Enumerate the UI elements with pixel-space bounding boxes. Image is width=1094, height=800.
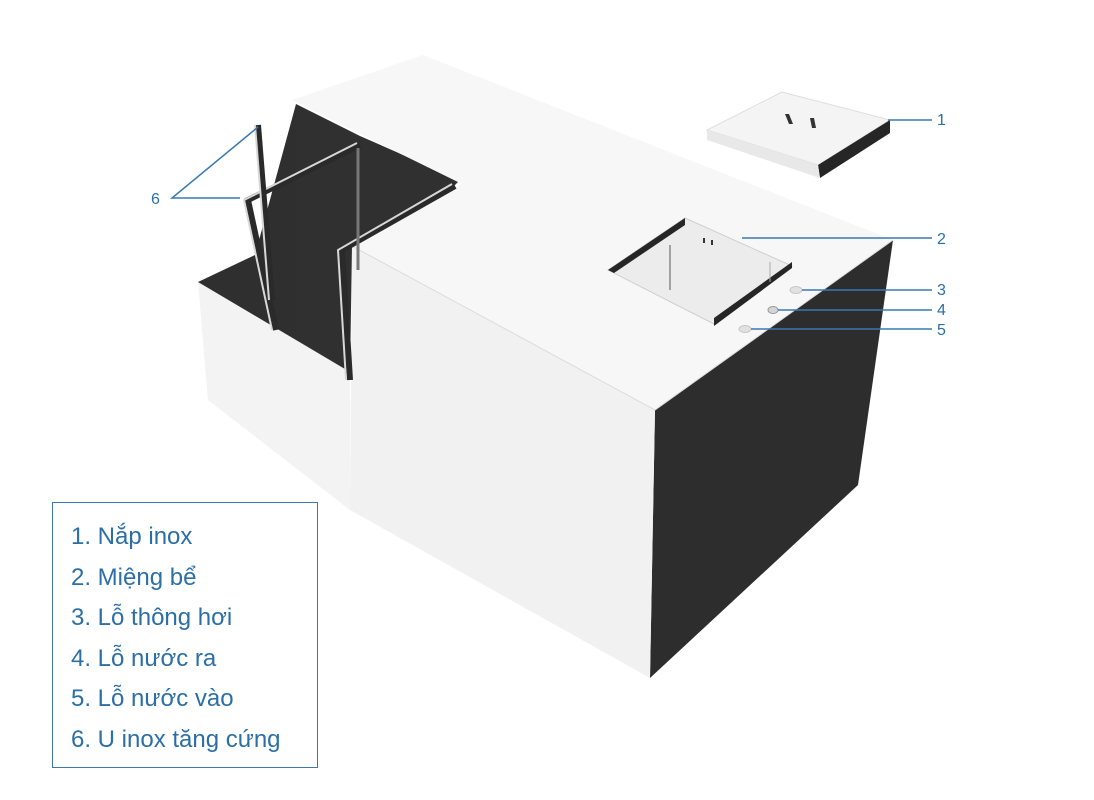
callout-3: 3 [937,282,946,299]
stainless-lid [705,91,892,178]
opening-slot [711,240,713,245]
legend-list: 1. Nắp inox 2. Miệng bể 3. Lỗ thông hơi … [71,517,317,761]
vent-hole [789,286,803,294]
u-stiffener-front-highlight [336,183,453,381]
inlet-hole [738,325,752,333]
lid-top [705,91,892,166]
legend-box: 1. Nắp inox 2. Miệng bể 3. Lỗ thông hơi … [52,502,318,768]
legend-item-u-stiffener: 6. U inox tăng cứng [71,725,281,753]
compartment-inner-wall [198,104,350,372]
legend-item-inlet-hole: 5. Lỗ nước vào [71,685,234,713]
u-stiffener-middle [244,142,362,331]
u-stiffener-back-highlight [254,124,270,301]
leader-lines [169,119,932,330]
callout-4: 4 [937,302,946,319]
compartment-back-wall [296,104,460,372]
opening-slot [703,238,705,243]
lid-front-edge [818,120,890,178]
outlet-hole [767,306,779,314]
opening-right-rim [714,262,792,326]
tank-top-face [292,55,893,410]
u-stiffeners [242,124,457,381]
callout-2: 2 [937,231,946,248]
opening-left-rim [608,218,685,273]
tank-lower-front-face [198,282,350,510]
legend-item-opening: 2. Miệng bể [71,563,197,591]
lid-left-edge [707,130,820,178]
tank-front-face [350,246,655,678]
tank-right-face [650,240,893,678]
tank-opening [607,217,793,326]
legend-item-lid: 1. Nắp inox [71,523,193,550]
legend-item-outlet-hole: 4. Lỗ nước ra [71,644,217,672]
tank-body [198,55,894,678]
lid-handle [785,114,793,124]
callout-1: 1 [937,112,946,129]
tank-edge-line [351,239,894,411]
u-stiffener-middle-highlight [242,142,358,331]
legend-item-vent-hole: 3. Lỗ thông hơi [71,604,233,632]
leader-line-6 [169,126,259,199]
u-stiffener-front [338,183,457,381]
callout-6: 6 [151,191,160,208]
callout-5: 5 [937,322,946,339]
u-stiffener-back [255,124,275,301]
lid-handle [810,118,816,128]
top-holes [738,286,803,333]
